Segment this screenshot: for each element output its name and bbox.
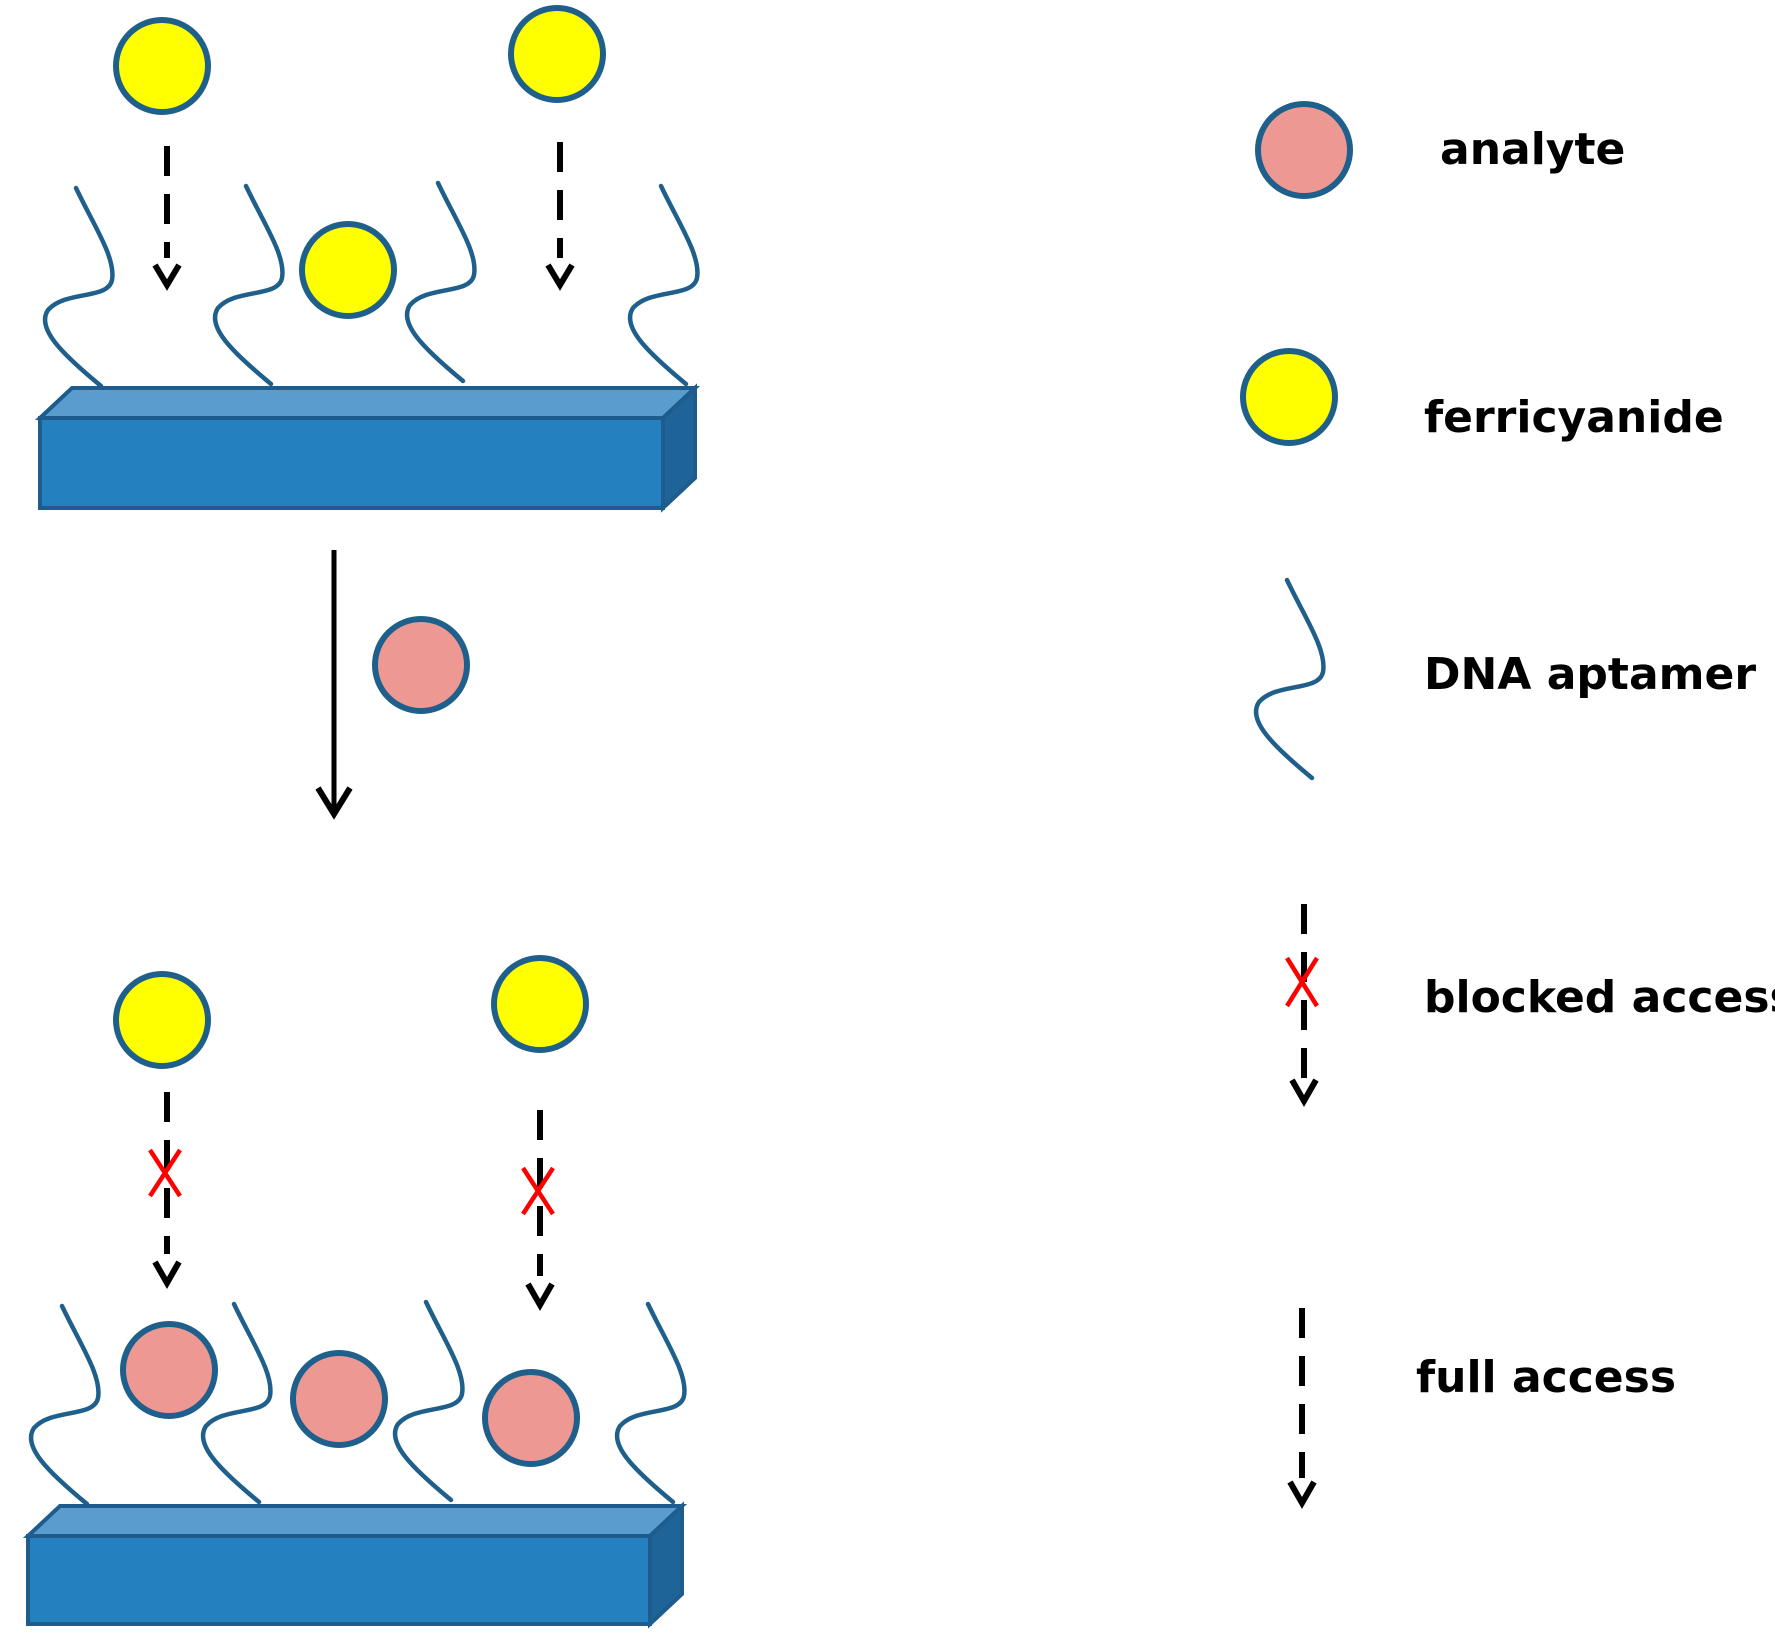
top-panel [34,5,701,513]
red-x-icon [148,1148,182,1198]
full-access-arrow [545,142,575,291]
legend-ferricyanide-label: ferricyanide [1424,392,1724,443]
aptamer-strand [617,1304,684,1502]
legend-full: full access [1287,1308,1676,1510]
ferricyanide-molecule [508,5,606,103]
aptamer-strand [407,183,474,381]
analyte-addition-step [315,550,470,820]
analyte-molecule [372,616,470,714]
aptamer-strand [395,1302,462,1500]
red-x-icon [521,1166,555,1216]
process-arrow-head [315,786,353,820]
aptamer-icon [1256,580,1323,778]
aptamer-strand [215,186,282,384]
legend-blocked: blocked access [1285,904,1775,1108]
ferricyanide-molecule [113,971,211,1069]
aptamer-strand [31,1306,98,1504]
analyte-molecule [482,1369,580,1467]
blocked-access-arrow [521,1110,555,1312]
legend-aptamer-label: DNA aptamer [1424,649,1756,700]
red-x-icon [1285,956,1319,1008]
ferricyanide-molecule [299,221,397,319]
legend-blocked-label: blocked access [1424,972,1775,1023]
aptamer-strand [45,188,112,386]
legend-analyte: analyte [1255,101,1625,199]
ferricyanide-icon [1240,348,1338,446]
legend: analyte ferricyanide DNA aptamer blocked… [1240,101,1775,1510]
ferricyanide-molecule [491,955,589,1053]
analyte-molecule [120,1321,218,1419]
legend-analyte-label: analyte [1440,124,1625,175]
legend-ferricyanide: ferricyanide [1240,348,1724,446]
electrode [34,383,701,513]
bottom-panel [22,955,688,1629]
electrode [22,1501,688,1629]
aptamer-strand [203,1304,270,1502]
analyte-molecule [290,1350,388,1448]
ferricyanide-molecule [113,17,211,115]
analyte-icon [1255,101,1353,199]
aptamer-strand [630,186,697,384]
legend-aptamer: DNA aptamer [1256,580,1756,778]
blocked-access-arrow [148,1092,182,1290]
full-access-arrow [152,146,182,291]
legend-full-label: full access [1416,1352,1676,1403]
